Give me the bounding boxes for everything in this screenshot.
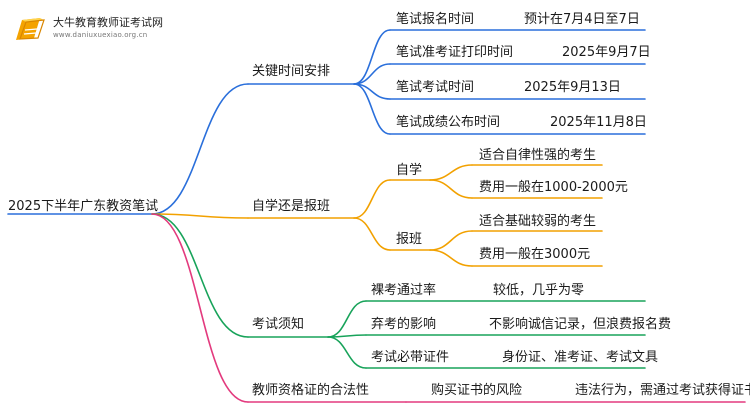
- branch-connector: [151, 213, 249, 338]
- leaf-connector: [429, 164, 473, 181]
- exam-notes-item-label: 弃考的影响: [371, 317, 437, 332]
- leaf-connector: [327, 336, 367, 369]
- branch-connector: [151, 213, 249, 403]
- exam-notes-item-label: 裸考通过率: [371, 283, 437, 298]
- exam-notes-item-value: 较低，几乎为零: [493, 283, 585, 298]
- leaf-connector: [353, 63, 391, 85]
- leaf-connector: [353, 29, 391, 85]
- leaf-connector: [353, 83, 391, 135]
- branch-connector: [151, 83, 249, 215]
- leaf-connector: [429, 249, 473, 267]
- book-logo-icon: [14, 14, 50, 44]
- root-node: 2025下半年广东教资笔试: [8, 199, 159, 214]
- key-dates-item-value: 预计在7月4日至7日: [524, 12, 640, 27]
- key-dates-item-label: 笔试报名时间: [396, 12, 475, 27]
- leaf-connector: [429, 230, 473, 251]
- study-mode-self: 自学: [396, 163, 423, 178]
- study-mode-detail: 适合基础较弱的考生: [479, 214, 597, 229]
- branch-key-dates: 关键时间安排: [252, 64, 331, 79]
- exam-notes-item-value: 身份证、准考证、考试文具: [502, 350, 659, 365]
- branch-legality: 教师资格证的合法性: [252, 383, 370, 398]
- study-mode-class: 报班: [396, 232, 423, 247]
- study-mode-detail: 费用一般在3000元: [479, 247, 591, 262]
- sub-connector: [353, 217, 391, 251]
- legality-item-label: 购买证书的风险: [431, 383, 523, 398]
- leaf-connector: [429, 179, 473, 199]
- branch-connector: [151, 213, 249, 219]
- legality-item-value: 违法行为，需通过考试获得证书: [575, 383, 750, 398]
- exam-notes-item-value: 不影响诚信记录，但浪费报名费: [489, 317, 672, 332]
- branch-study-mode: 自学还是报班: [252, 199, 331, 214]
- brand-name: 大牛教育教师证考试网: [53, 16, 163, 29]
- exam-notes-item-label: 考试必带证件: [371, 350, 450, 365]
- sub-connector: [353, 179, 391, 219]
- key-dates-item-label: 笔试成绩公布时间: [396, 115, 501, 130]
- key-dates-item-value: 2025年9月7日: [562, 45, 651, 60]
- study-mode-detail: 费用一般在1000-2000元: [479, 180, 628, 195]
- leaf-connector: [327, 300, 367, 338]
- branch-exam-notes: 考试须知: [252, 317, 305, 332]
- key-dates-item-label: 笔试考试时间: [396, 80, 475, 95]
- key-dates-item-value: 2025年9月13日: [524, 80, 621, 95]
- brand-url: www.daniuxuexiao.org.cn: [53, 31, 148, 39]
- study-mode-detail: 适合自律性强的考生: [479, 148, 597, 163]
- key-dates-item-value: 2025年11月8日: [550, 115, 647, 130]
- key-dates-item-label: 笔试准考证打印时间: [396, 45, 514, 60]
